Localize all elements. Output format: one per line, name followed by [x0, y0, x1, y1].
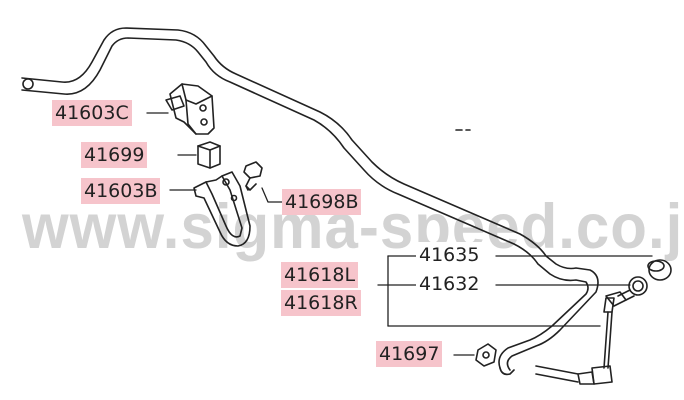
part-label-bushing-bracket-upper: 41603C: [52, 100, 132, 126]
part-label-bracket-bolt: 41698B: [282, 189, 362, 215]
bushing-bracket-lower-drawing: [193, 171, 251, 247]
part-label-link-nut: 41697: [376, 341, 443, 367]
part-label-link-washer: 41632: [416, 271, 483, 297]
stabilizer-link-drawing: [535, 259, 672, 385]
bushing-drawing: [197, 141, 221, 169]
leader-lines: [146, 112, 653, 356]
part-label-link-right: 41618R: [281, 290, 361, 316]
part-label-bushing-bracket-lower: 41603B: [81, 178, 161, 204]
part-label-link-left: 41618L: [281, 262, 359, 288]
bushing-bracket-upper-drawing: [165, 83, 215, 135]
bracket-bolt-drawing: [243, 161, 263, 191]
part-label-stabilizer-bar: 41635: [416, 242, 483, 268]
part-label-bushing: 41699: [81, 142, 148, 168]
link-nut-drawing: [475, 343, 497, 367]
